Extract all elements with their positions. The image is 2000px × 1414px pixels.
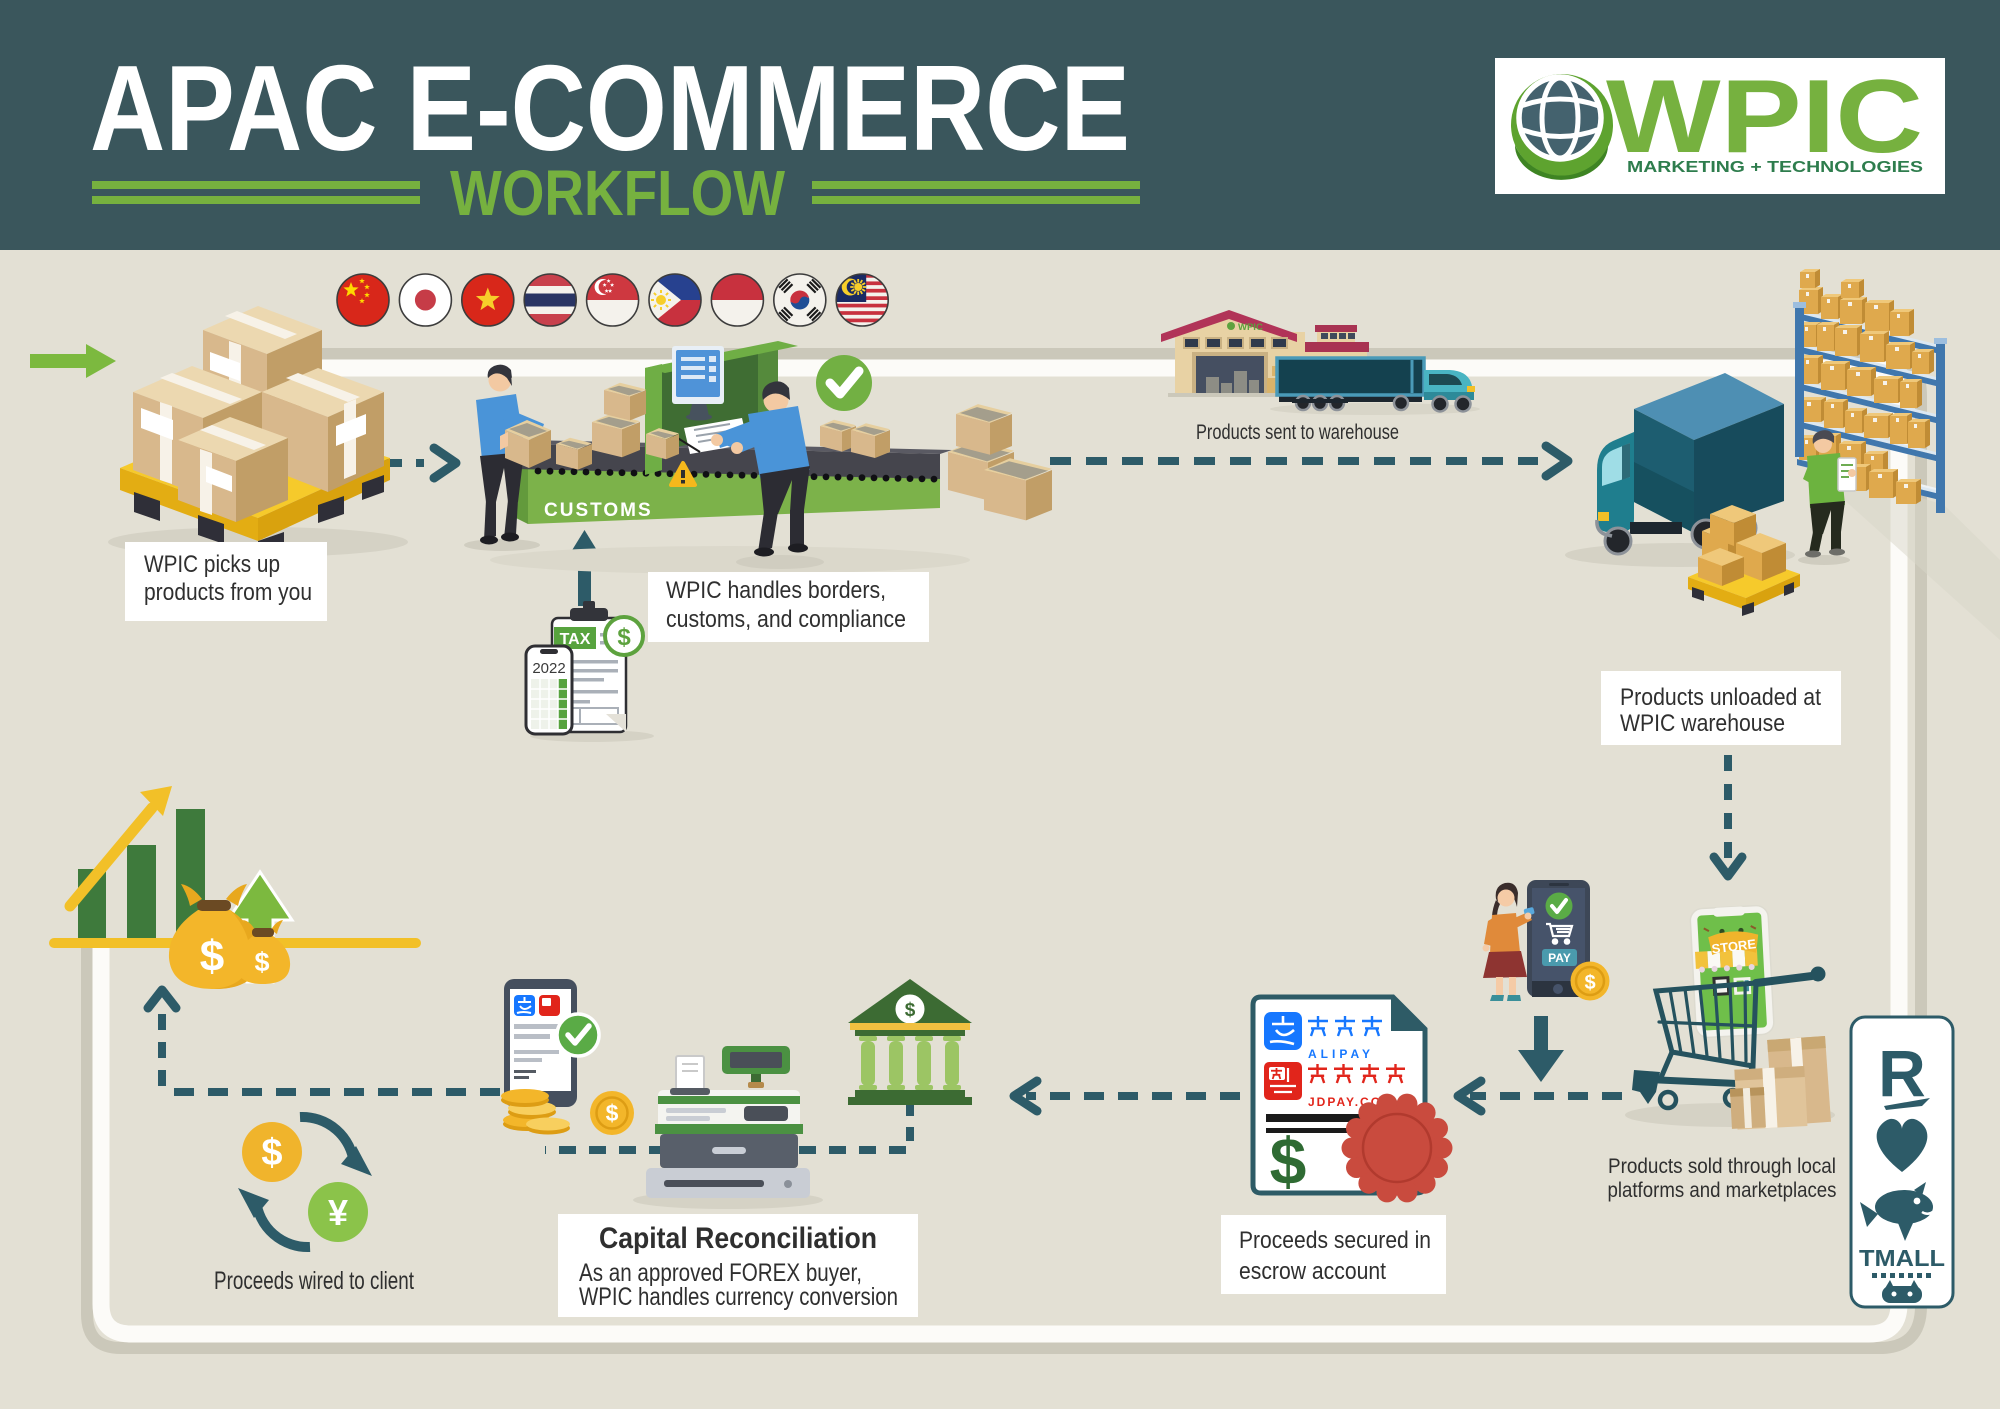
svg-text:2022: 2022 bbox=[532, 660, 565, 677]
svg-text:WPIC: WPIC bbox=[1606, 59, 1923, 175]
svg-text:$: $ bbox=[1584, 972, 1595, 994]
svg-text:CUSTOMS: CUSTOMS bbox=[544, 500, 653, 521]
svg-text:WPIC warehouse: WPIC warehouse bbox=[1620, 710, 1785, 737]
svg-text:Products unloaded at: Products unloaded at bbox=[1620, 684, 1821, 711]
svg-text:platforms and marketplaces: platforms and marketplaces bbox=[1608, 1179, 1837, 1202]
svg-text:Capital Reconciliation: Capital Reconciliation bbox=[599, 1222, 877, 1255]
svg-text:PAY: PAY bbox=[1548, 951, 1571, 965]
svg-text:$: $ bbox=[606, 1100, 619, 1126]
svg-text:Products sent to warehouse: Products sent to warehouse bbox=[1196, 421, 1399, 444]
svg-text:STORE: STORE bbox=[1711, 936, 1757, 956]
svg-text:$: $ bbox=[254, 947, 269, 977]
svg-text:WPIC handles currency conversi: WPIC handles currency conversion bbox=[579, 1283, 898, 1311]
svg-text:$: $ bbox=[905, 1000, 916, 1021]
svg-text:Products sold through local: Products sold through local bbox=[1608, 1155, 1836, 1178]
svg-text:ALIPAY: ALIPAY bbox=[1308, 1047, 1374, 1061]
svg-text:$: $ bbox=[1270, 1124, 1307, 1198]
svg-text:Proceeds secured in: Proceeds secured in bbox=[1239, 1227, 1431, 1254]
svg-text:WPIC picks up: WPIC picks up bbox=[144, 551, 280, 578]
svg-text:WORKFLOW: WORKFLOW bbox=[450, 157, 786, 229]
svg-text:TAX: TAX bbox=[560, 631, 591, 648]
svg-text:products from you: products from you bbox=[144, 579, 312, 606]
svg-text:TMALL: TMALL bbox=[1859, 1245, 1945, 1271]
svg-text:MARKETING + TECHNOLOGIES: MARKETING + TECHNOLOGIES bbox=[1627, 159, 1923, 176]
svg-text:¥: ¥ bbox=[328, 1192, 348, 1233]
svg-text:escrow account: escrow account bbox=[1239, 1258, 1386, 1285]
svg-text:Proceeds wired to client: Proceeds wired to client bbox=[214, 1267, 414, 1295]
svg-text:WPIC: WPIC bbox=[1238, 322, 1263, 333]
svg-text:$: $ bbox=[617, 624, 631, 651]
svg-text:WPIC handles borders,: WPIC handles borders, bbox=[666, 577, 886, 604]
svg-text:APAC E-COMMERCE: APAC E-COMMERCE bbox=[90, 40, 1130, 176]
svg-text:$: $ bbox=[200, 932, 224, 981]
svg-text:customs, and compliance: customs, and compliance bbox=[666, 606, 906, 633]
svg-text:As an approved FOREX buyer,: As an approved FOREX buyer, bbox=[579, 1259, 862, 1287]
svg-text:R: R bbox=[1878, 1036, 1926, 1110]
svg-text:$: $ bbox=[261, 1132, 282, 1174]
